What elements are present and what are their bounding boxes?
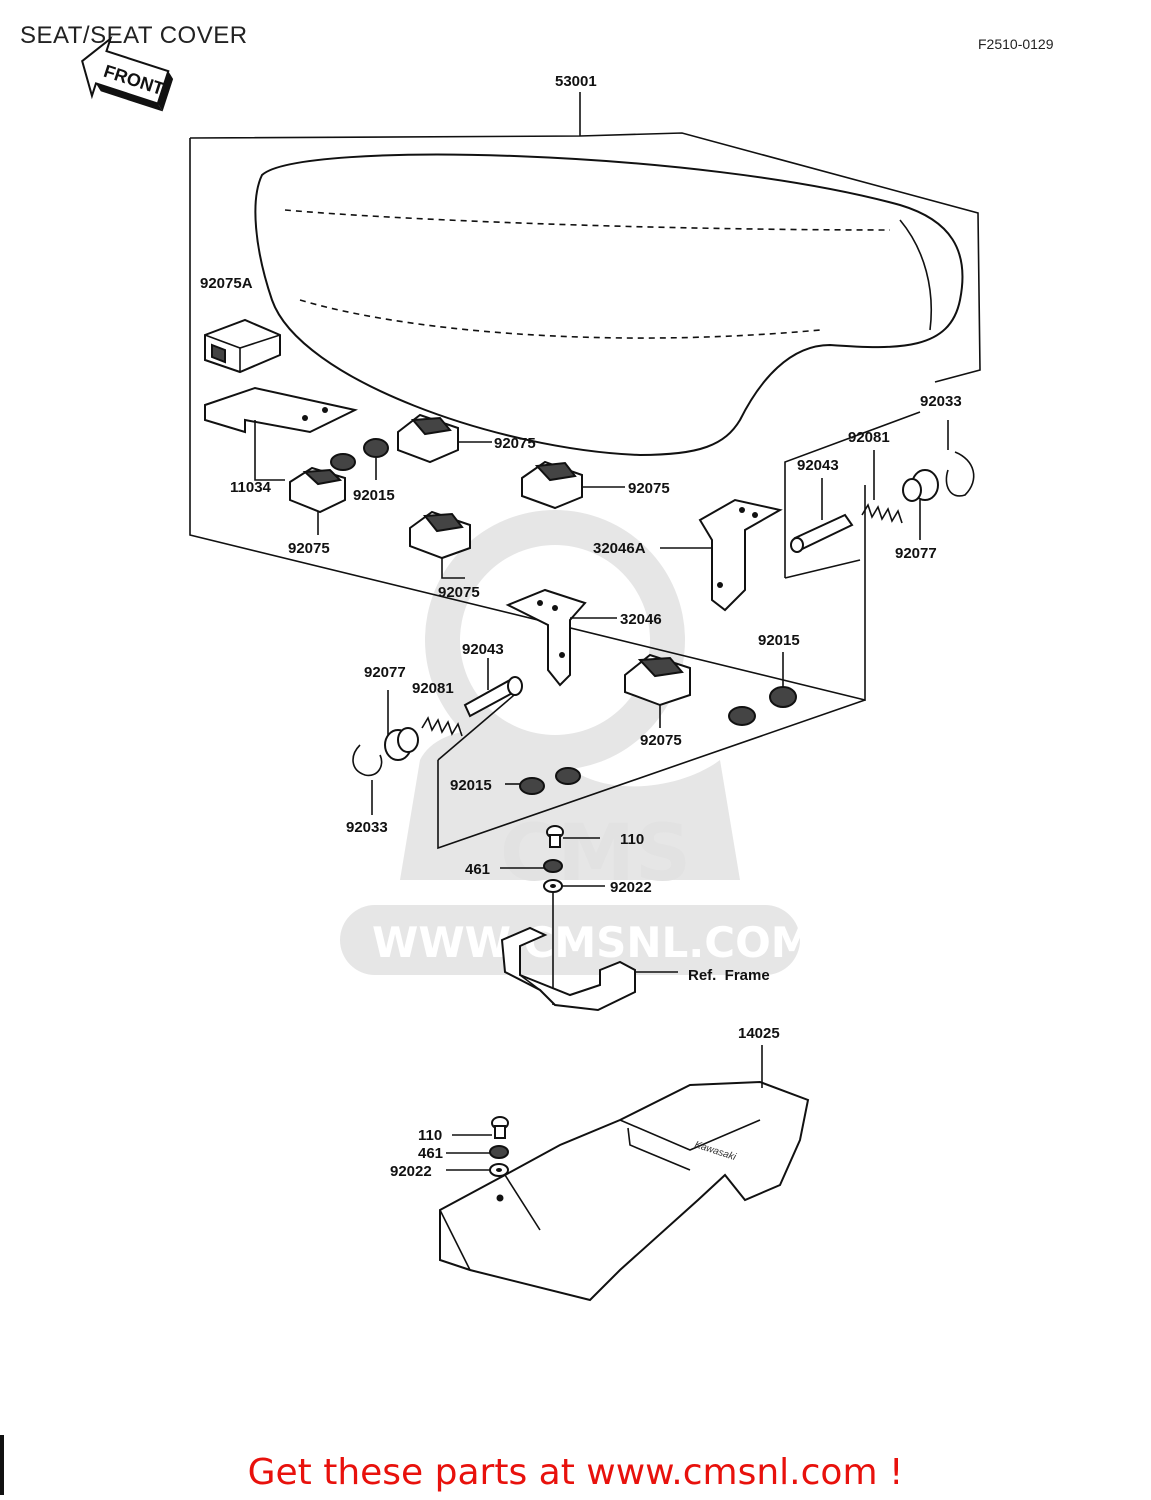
- block-92075-d: [409, 510, 471, 579]
- bracket-32046A: [660, 498, 783, 612]
- plate-11034: [204, 386, 359, 481]
- label-11034: 11034: [230, 479, 272, 496]
- right-pin-frame: [784, 411, 921, 579]
- page-title: SEAT/SEAT COVER: [20, 22, 248, 49]
- washer-92022-upper: [543, 879, 605, 893]
- label-92075A: 92075A: [200, 275, 253, 292]
- footer-cta: Get these parts at www.cmsnl.com !: [247, 1452, 904, 1493]
- block-92075-a: [289, 466, 346, 535]
- seat: [254, 153, 964, 457]
- label-92077-right: 92077: [895, 545, 937, 562]
- label-32046A: 32046A: [593, 540, 646, 557]
- watermark-mascot-body: [400, 730, 740, 880]
- left-pin-frame: [437, 689, 866, 850]
- watermark-url: WWW.CMSNL.COM: [372, 918, 813, 967]
- label-92022-lower: 92022: [390, 1163, 432, 1180]
- label-110-lower: 110: [418, 1127, 442, 1144]
- grommet-92015-right: [728, 652, 797, 726]
- label-92075-e: 92075: [640, 732, 682, 749]
- label-92043-left: 92043: [462, 641, 504, 658]
- washer-92022-lower: [446, 1163, 509, 1177]
- collar-92077-right: [902, 469, 939, 540]
- part-labels: 53001 92075A 11034 92015 92075 92075 920…: [200, 73, 962, 1180]
- label-92075-a: 92075: [288, 540, 330, 557]
- washer-461-lower: [446, 1145, 509, 1159]
- frame-bracket: [500, 926, 678, 1012]
- bolt-110-lower: [452, 1116, 509, 1139]
- label-92033-right: 92033: [920, 393, 962, 410]
- block-92075-c: [521, 460, 625, 510]
- label-92075-c: 92075: [628, 480, 670, 497]
- pin-92043-left: [463, 658, 523, 718]
- bolt-110-upper: [546, 825, 600, 848]
- watermark-brand: CMS: [500, 809, 691, 899]
- clip-92033-left: [352, 744, 383, 815]
- label-461-lower: 461: [418, 1145, 443, 1162]
- label-92043-right: 92043: [797, 457, 839, 474]
- collar-92077-left: [384, 690, 419, 761]
- clip-92033-right: [945, 420, 975, 497]
- bracket-32046: [505, 588, 617, 687]
- watermark-banner: [340, 905, 800, 975]
- label-92075-d: 92075: [438, 584, 480, 601]
- label-92033-left: 92033: [346, 819, 388, 836]
- label-92075-b: 92075: [494, 435, 536, 452]
- label-92022-upper: 92022: [610, 879, 652, 896]
- pad-92075A: [204, 318, 281, 374]
- label-461-upper: 461: [465, 861, 490, 878]
- grommet-92015-left: [505, 767, 581, 795]
- label-92015-left: 92015: [450, 777, 492, 794]
- label-32046: 32046: [620, 611, 662, 628]
- label-110-upper: 110: [620, 831, 644, 848]
- left-edge-mark: [0, 1435, 4, 1495]
- diagram-code: F2510-0129: [978, 36, 1054, 52]
- block-92075-b: [397, 413, 492, 464]
- label-14025: 14025: [738, 1025, 780, 1042]
- grommet-92015-top: [330, 438, 389, 480]
- label-92015-right: 92015: [758, 632, 800, 649]
- label-92081-right: 92081: [848, 429, 890, 446]
- label-92015-top: 92015: [353, 487, 395, 504]
- label-92081-left: 92081: [412, 680, 454, 697]
- front-arrow-icon: FRONT: [81, 35, 174, 112]
- spring-92081-left: [421, 716, 463, 737]
- spring-92081-right: [861, 450, 903, 524]
- label-ref-frame: Ref. Frame: [688, 967, 770, 984]
- seat-group-frame: [189, 92, 981, 702]
- seat-cover: Kawasaki: [439, 1045, 810, 1302]
- pin-92043-right: [790, 478, 854, 553]
- label-53001: 53001: [555, 73, 597, 90]
- watermark: CMS WWW.CMSNL.COM: [340, 510, 813, 975]
- block-92075-e: [624, 653, 691, 728]
- washer-461-upper: [500, 859, 563, 873]
- label-92077-left: 92077: [364, 664, 406, 681]
